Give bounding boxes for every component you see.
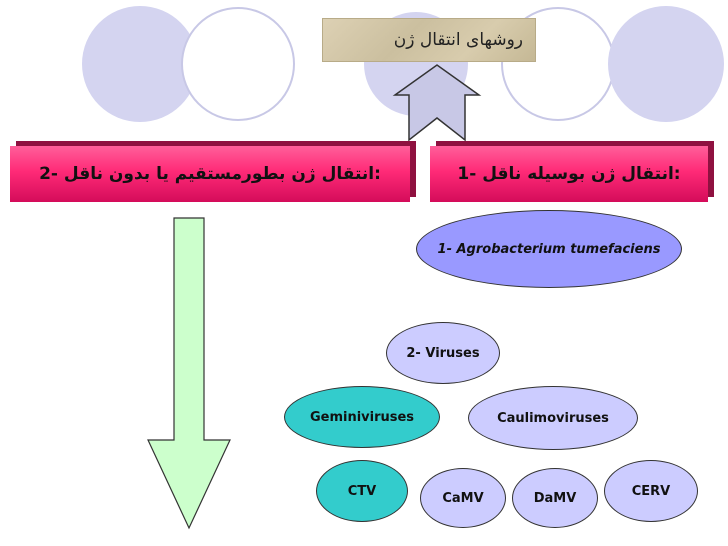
down-arrow	[147, 217, 231, 530]
damv-node: DaMV	[512, 468, 598, 528]
vector-transfer-banner: 1- انتقال ژن بوسیله ناقل:	[430, 146, 708, 202]
split-arrow	[392, 64, 482, 142]
deco-circle	[608, 6, 724, 122]
camv-node: CaMV	[420, 468, 506, 528]
page-title: روشهای انتقال ژن	[322, 18, 536, 62]
agrobacterium-node: 1- Agrobacterium tumefaciens	[416, 210, 682, 288]
cerv-node: CERV	[604, 460, 698, 522]
deco-circle	[181, 7, 295, 121]
direct-transfer-banner: 2- انتقال ژن بطورمستقیم یا بدون ناقل:	[10, 146, 410, 202]
caulimoviruses-node: Caulimoviruses	[468, 386, 638, 450]
viruses-node: 2- Viruses	[386, 322, 500, 384]
deco-circle	[82, 6, 198, 122]
geminiviruses-node: Geminiviruses	[284, 386, 440, 448]
ctv-node: CTV	[316, 460, 408, 522]
